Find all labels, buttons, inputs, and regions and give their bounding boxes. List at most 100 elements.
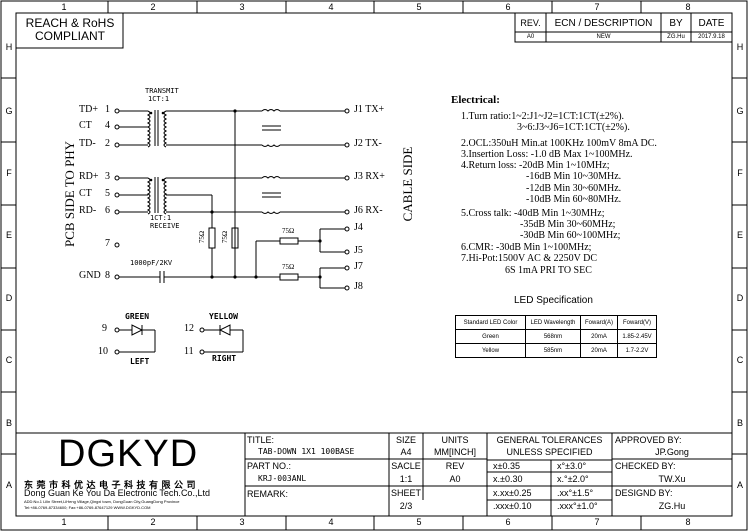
- zone-col-bottom: 6: [505, 517, 511, 527]
- zone-col-top: 6: [505, 2, 511, 12]
- pin-name: TD-: [79, 138, 96, 149]
- units-label: UNITS: [441, 435, 469, 445]
- pin-right: J4: [354, 222, 363, 233]
- part-value: KRJ-003ANL: [258, 474, 307, 483]
- zone-col-top: 7: [594, 2, 600, 12]
- part-label: PART NO.:: [247, 461, 292, 471]
- pin-num: 8: [105, 270, 110, 281]
- zone-col-top: 5: [416, 2, 422, 12]
- led-pin: 12: [184, 323, 194, 334]
- tolerance-value: x.°±2.0°: [557, 474, 589, 484]
- spec-line: -30dB Min 60~100MHz;: [520, 230, 621, 241]
- pin-right: J8: [354, 281, 363, 292]
- zone-col-bottom: 8: [685, 517, 691, 527]
- company-name-cn: 东 莞 市 科 优 达 电 子 科 技 有 限 公 司: [24, 480, 197, 490]
- tolerance-value: x°±3.0°: [557, 461, 587, 471]
- company-name-en: Dong Guan Ke You Da Electronic Tech.Co.,…: [24, 488, 210, 498]
- spec-line: 3.Insertion Loss: -1.0 dB Max 1~100MHz.: [461, 149, 633, 160]
- design-label: DESIGND BY:: [615, 488, 673, 498]
- pcb-side-label: PCB SIDE TO PHY: [62, 140, 77, 247]
- pin-num: 2: [105, 138, 110, 149]
- zone-col-bottom: 1: [61, 517, 67, 527]
- pin-num: 7: [105, 238, 110, 249]
- sheet-value: 2/3: [399, 501, 413, 511]
- led-green-label: GREEN: [125, 312, 150, 321]
- rev-value: A0: [526, 34, 535, 40]
- zone-row-left: A: [5, 480, 12, 490]
- receive-label: RECEIVE: [150, 222, 180, 230]
- zone-col-top: 2: [150, 2, 156, 12]
- zone-col-bottom: 2: [150, 517, 156, 527]
- rev-value: A0: [449, 474, 461, 484]
- pin-right: J3 RX+: [354, 171, 385, 182]
- spec-line: -12dB Min 30~60MHz.: [526, 183, 622, 194]
- pin-right: J6 RX-: [354, 205, 383, 216]
- res-75-label: 75Ω: [282, 263, 295, 271]
- tolerance-value: .xxx±0.10: [493, 501, 532, 511]
- table-header: Standard LED Color: [455, 315, 526, 330]
- zone-col-top: 3: [239, 2, 245, 12]
- pin-name: CT: [79, 188, 92, 199]
- pin-num: 1: [105, 104, 110, 115]
- table-header: Foward(A): [580, 315, 618, 330]
- pin-num: 3: [105, 171, 110, 182]
- compliance-line1: REACH & RoHS: [25, 16, 115, 30]
- res-75-label: 75Ω: [221, 230, 230, 244]
- spec-line: -35dB Min 30~60MHz;: [520, 219, 616, 230]
- spec-line: 3~6:J3~J6=1CT:1CT(±2%).: [517, 122, 630, 133]
- led-pin: 10: [98, 346, 108, 357]
- pin-name: TD+: [79, 104, 98, 115]
- pin-name: RD+: [79, 171, 99, 182]
- zone-row-right: A: [736, 480, 743, 490]
- spec-line: 4.Return loss: -20dB Min 1~10MHz;: [461, 160, 610, 171]
- spec-line: 7.Hi-Pot:1500V AC & 2250V DC: [461, 253, 598, 264]
- table-cell: 20mA: [580, 343, 618, 358]
- ecn-value: NEW: [596, 34, 611, 40]
- rev-label: REV: [445, 461, 465, 471]
- pin-num: 5: [105, 188, 110, 199]
- table-row: Green 568nm 20mA 1.85-2.45V: [455, 329, 657, 344]
- tolerance-title: GENERAL TOLERANCES: [496, 435, 603, 445]
- led-pin: 9: [102, 323, 107, 334]
- units-value: MM[INCH]: [434, 447, 476, 457]
- pin-name: CT: [79, 120, 92, 131]
- table-cell: 568nm: [525, 329, 581, 344]
- table-header: Foward(V): [617, 315, 657, 330]
- size-value: A4: [400, 447, 412, 457]
- sheet-label: SHEET: [390, 488, 421, 498]
- design-value: ZG.Hu: [658, 501, 686, 511]
- spec-line: 6.CMR: -30dB Min 1~100MHz;: [461, 242, 592, 253]
- tolerance-value: x.xx±0.25: [493, 488, 532, 498]
- led-yellow-label: YELLOW: [209, 312, 238, 321]
- pin-num: 4: [105, 120, 110, 131]
- res-75-label: 75Ω: [282, 227, 295, 235]
- res-75-label: 75Ω: [198, 230, 207, 244]
- table-cell: Green: [455, 329, 526, 344]
- title-label: TITLE:: [247, 435, 275, 445]
- electrical-heading: Electrical:: [451, 94, 500, 106]
- spec-line: -10dB Min 60~80MHz.: [526, 194, 622, 205]
- transmit-label: TRANSMIT: [145, 87, 179, 95]
- size-label: SIZE: [395, 435, 416, 445]
- cap-label: 1000pF/2KV: [130, 259, 173, 267]
- table-cell: 585nm: [525, 343, 581, 358]
- scale-label: SACLE: [391, 461, 421, 471]
- table-cell: 1.85-2.45V: [617, 329, 657, 344]
- approved-value: JP.Gong: [655, 447, 689, 457]
- compliance-box: REACH & RoHS COMPLIANT: [18, 17, 122, 43]
- zone-col-bottom: 7: [594, 517, 600, 527]
- zone-row-right: C: [736, 355, 744, 365]
- zone-row-left: F: [6, 168, 12, 178]
- zone-row-left: D: [5, 293, 13, 303]
- spec-line: 6S 1mA PRI TO SEC: [505, 265, 592, 276]
- spec-line: 1.Turn ratio:1~2:J1~J2=1CT:1CT(±2%).: [461, 111, 625, 122]
- pin-num: 6: [105, 205, 110, 216]
- company-logo: DGKYD: [58, 433, 199, 475]
- zone-row-left: E: [5, 230, 12, 240]
- spec-line: 5.Cross talk: -40dB Min 1~30MHz;: [461, 208, 605, 219]
- table-cell: 20mA: [580, 329, 618, 344]
- pin-right: J1 TX+: [354, 104, 385, 115]
- approved-label: APPROVED BY:: [615, 435, 682, 445]
- tolerance-value: .xx°±1.5°: [557, 488, 594, 498]
